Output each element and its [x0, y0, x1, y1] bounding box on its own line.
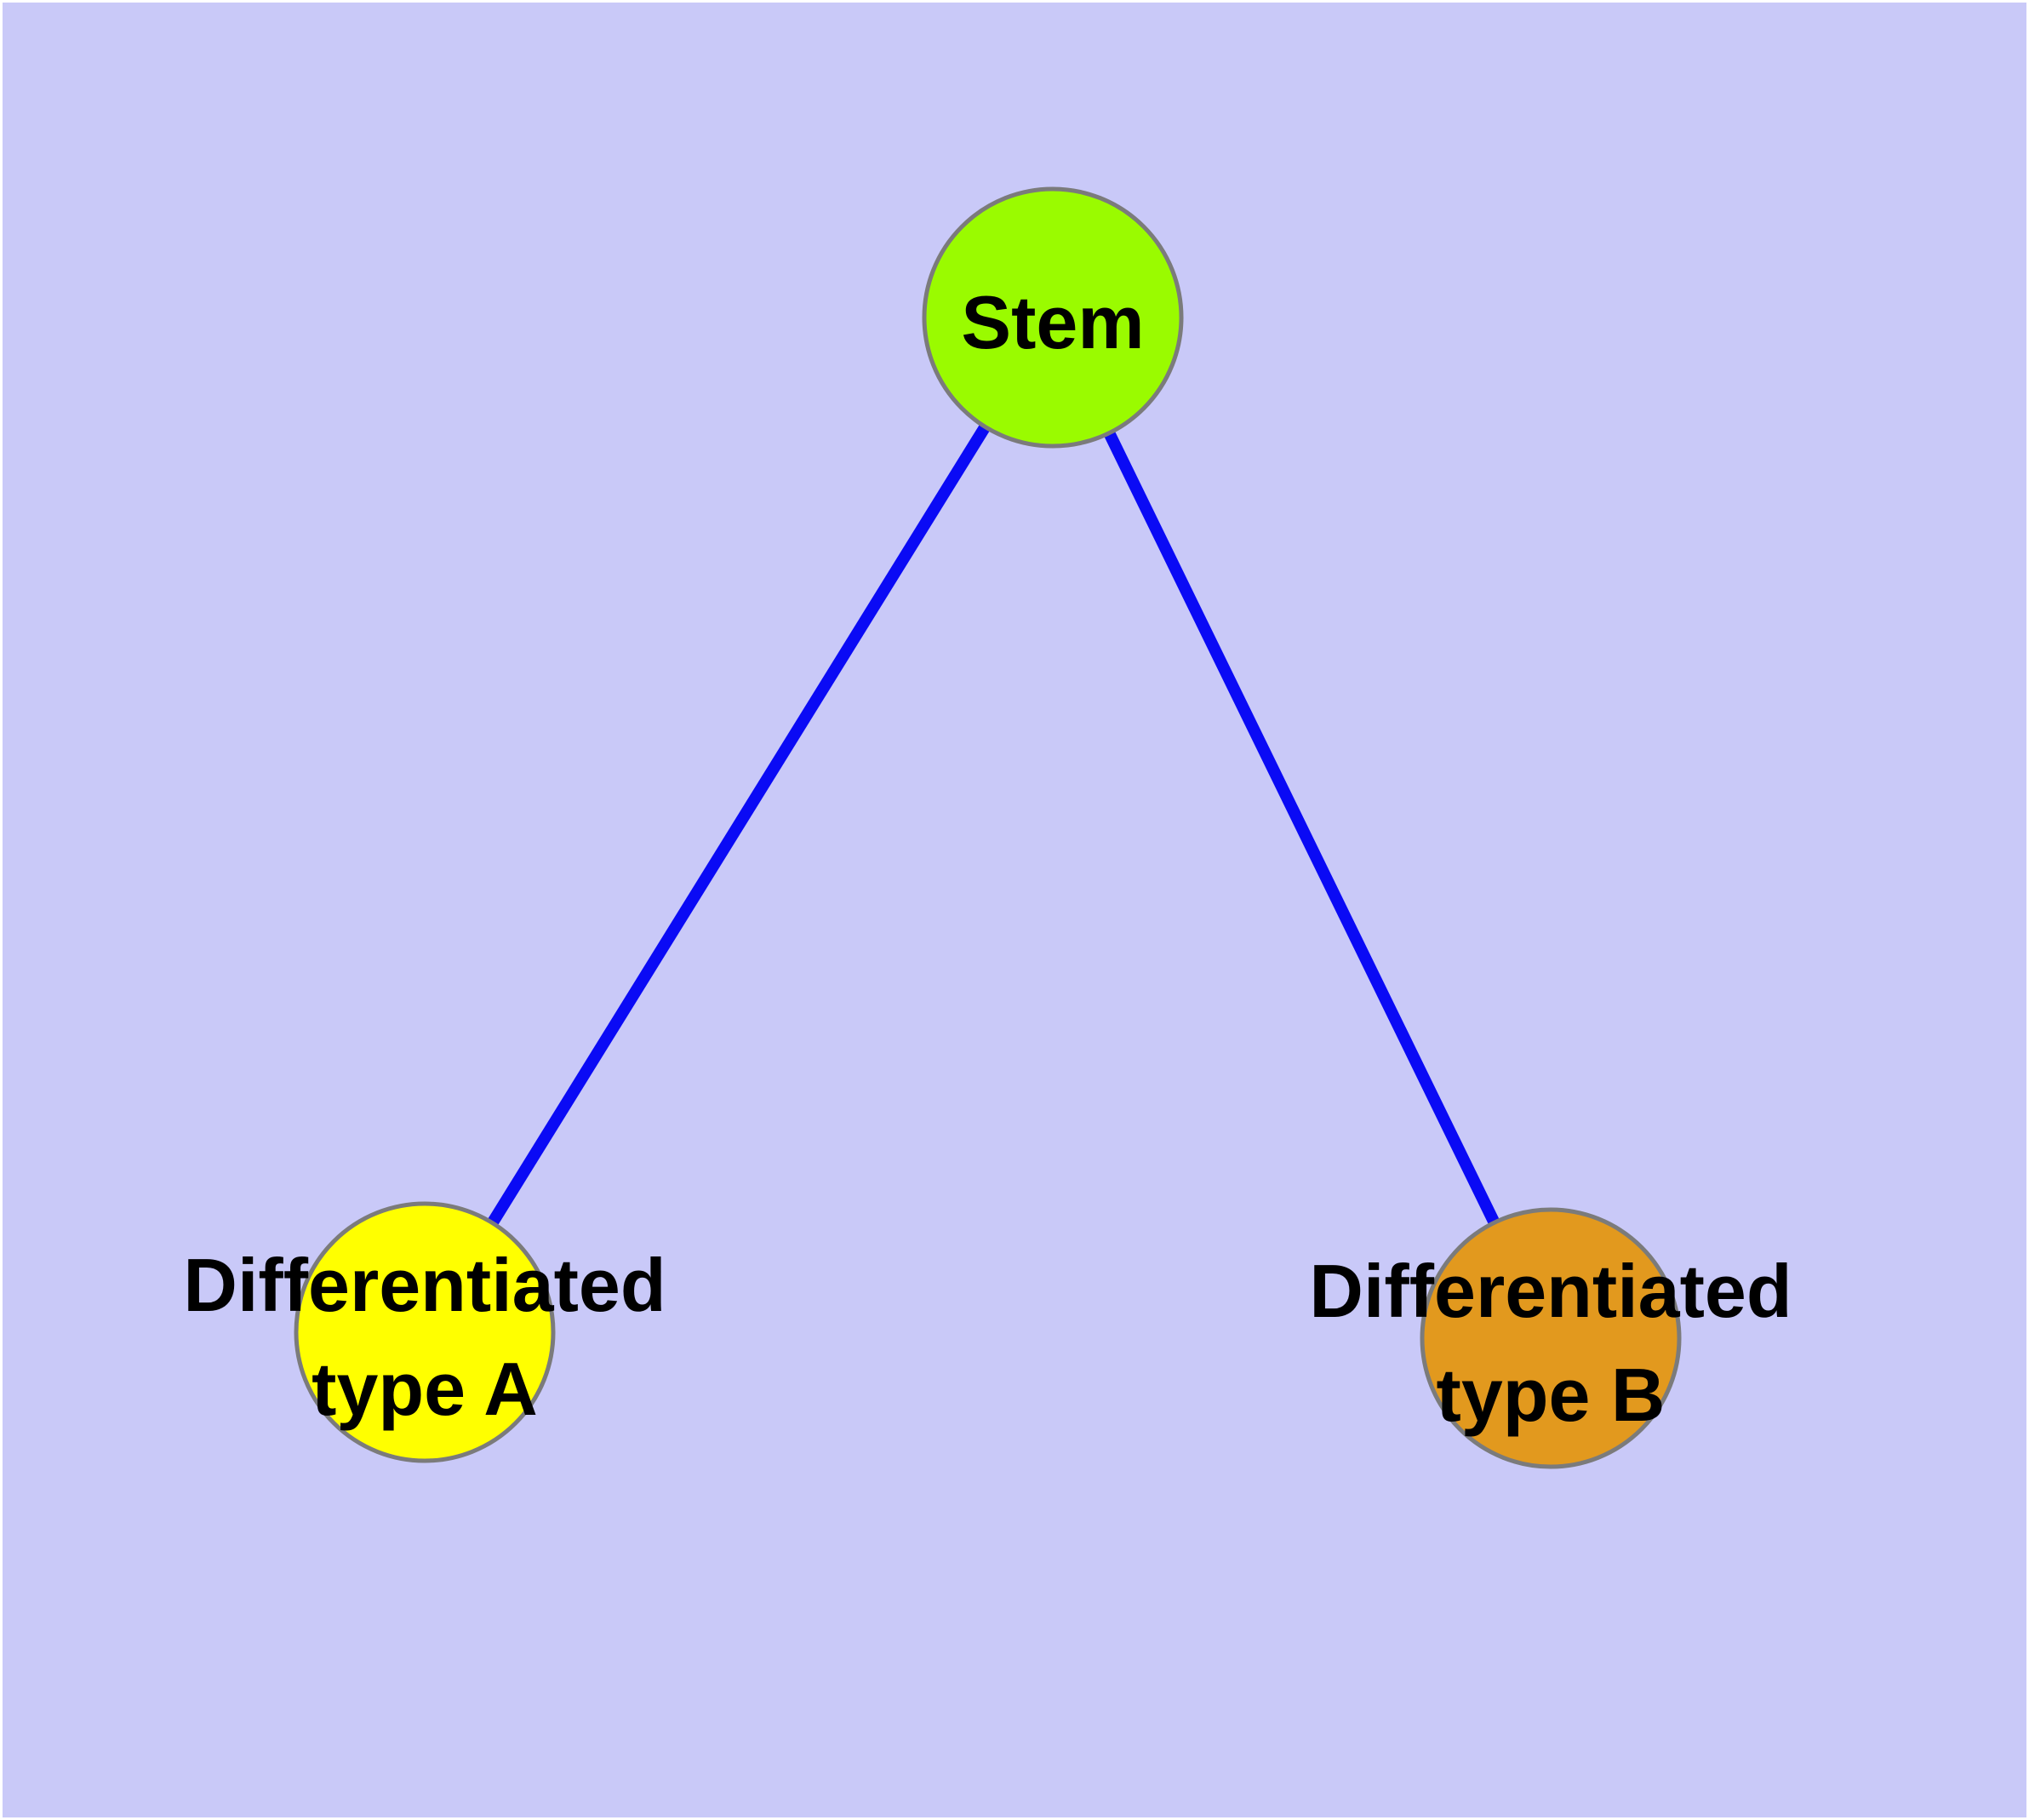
node-stem [922, 186, 1184, 449]
edge-stem-diff-b [1047, 314, 1557, 1342]
node-label-line-diff-b-0: Differentiated [1309, 1249, 1792, 1333]
node-label-line-diff-a-0: Differentiated [183, 1243, 666, 1327]
edge-stem-diff-a [420, 314, 1058, 1336]
nodes-layer [294, 186, 1682, 1469]
node-label-line-diff-a-1: type A [311, 1347, 538, 1431]
node-label-line-diff-b-1: type B [1437, 1353, 1666, 1437]
node-label-diff-a: Differentiated type A [183, 1243, 666, 1431]
node-diff-b [1420, 1207, 1682, 1469]
node-diff-a [294, 1201, 556, 1463]
node-label-stem: Stem [961, 280, 1144, 364]
node-label-line-stem-0: Stem [961, 280, 1144, 364]
edges-layer [420, 314, 1557, 1342]
node-label-diff-b: Differentiated type B [1309, 1249, 1792, 1437]
